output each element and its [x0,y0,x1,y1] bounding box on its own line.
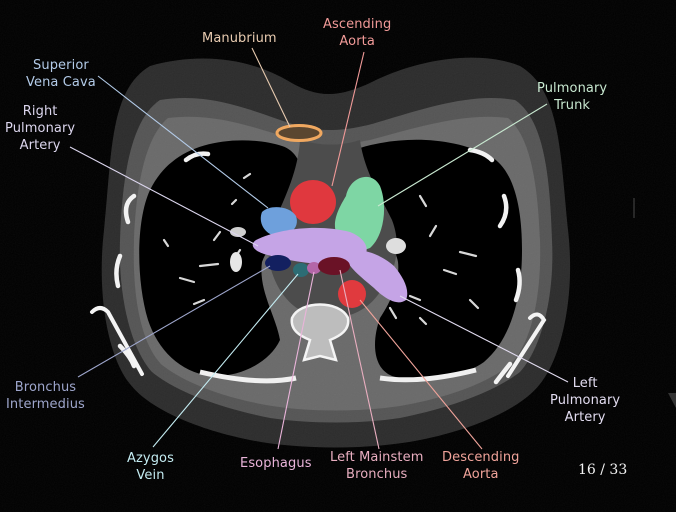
ascending-aorta-structure [290,180,336,224]
label-line: Bronchus [14,380,77,395]
leader-bronchus-intermedius [77,265,271,378]
descending-aorta-structure [338,280,366,308]
leader-superior-vena-cava [97,75,269,209]
label-line: Vena Cava [26,75,96,90]
leader-manubrium [251,47,291,128]
bronchus-intermedius-structure [265,255,291,271]
label-line: Pulmonary [5,121,76,136]
scapulae [90,306,547,378]
label-line: Aorta [339,34,375,49]
label-line: Manubrium [202,31,277,46]
label-line: Azygos [127,451,174,466]
label-line: Left [572,376,598,391]
label-line: Pulmonary [537,81,608,96]
left-pulmonary-artery-structure [344,249,408,303]
edge-artifact-corner [668,393,676,408]
label-esophagus: Esophagus [240,455,312,472]
leader-azygos-vein [152,273,299,448]
esophagus-structure [307,262,321,274]
leader-left-pulmonary-artery [399,295,569,383]
label-line: Intermedius [6,397,85,412]
label-line: Descending [442,450,520,465]
label-line: Artery [564,410,606,425]
label-line: Right [22,104,58,119]
leader-esophagus [277,271,315,450]
label-line: Vein [136,468,165,483]
label-line: Left Mainstem [330,450,424,465]
leader-ascending-aorta [331,51,365,187]
label-line: Esophagus [240,456,312,471]
label-line: Aorta [463,467,499,482]
leader-pulmonary-trunk [377,103,548,207]
vertebra [290,303,350,362]
left-lung [353,139,522,380]
manubrium-structure [275,124,323,142]
azygos-vein-structure [293,263,309,277]
leader-descending-aorta [359,299,483,450]
label-line: Artery [19,138,61,153]
label-line: Ascending [323,17,392,32]
label-line: Superior [33,58,89,73]
leader-left-mainstem-bronchus [339,269,380,450]
superior-vena-cava-structure [260,207,297,236]
leader-lines [69,47,569,450]
leader-right-pulmonary-artery [69,146,259,247]
left-mainstem-bronchus-structure [318,257,350,275]
label-line: Bronchus [346,467,408,482]
label-line: Pulmonary [550,393,621,408]
pulmonary-vessels [162,172,480,326]
label-line: Trunk [554,98,591,113]
label-manubrium: Manubrium [202,30,277,47]
slice-counter: 16 / 33 [578,462,628,478]
ribs [114,147,522,385]
